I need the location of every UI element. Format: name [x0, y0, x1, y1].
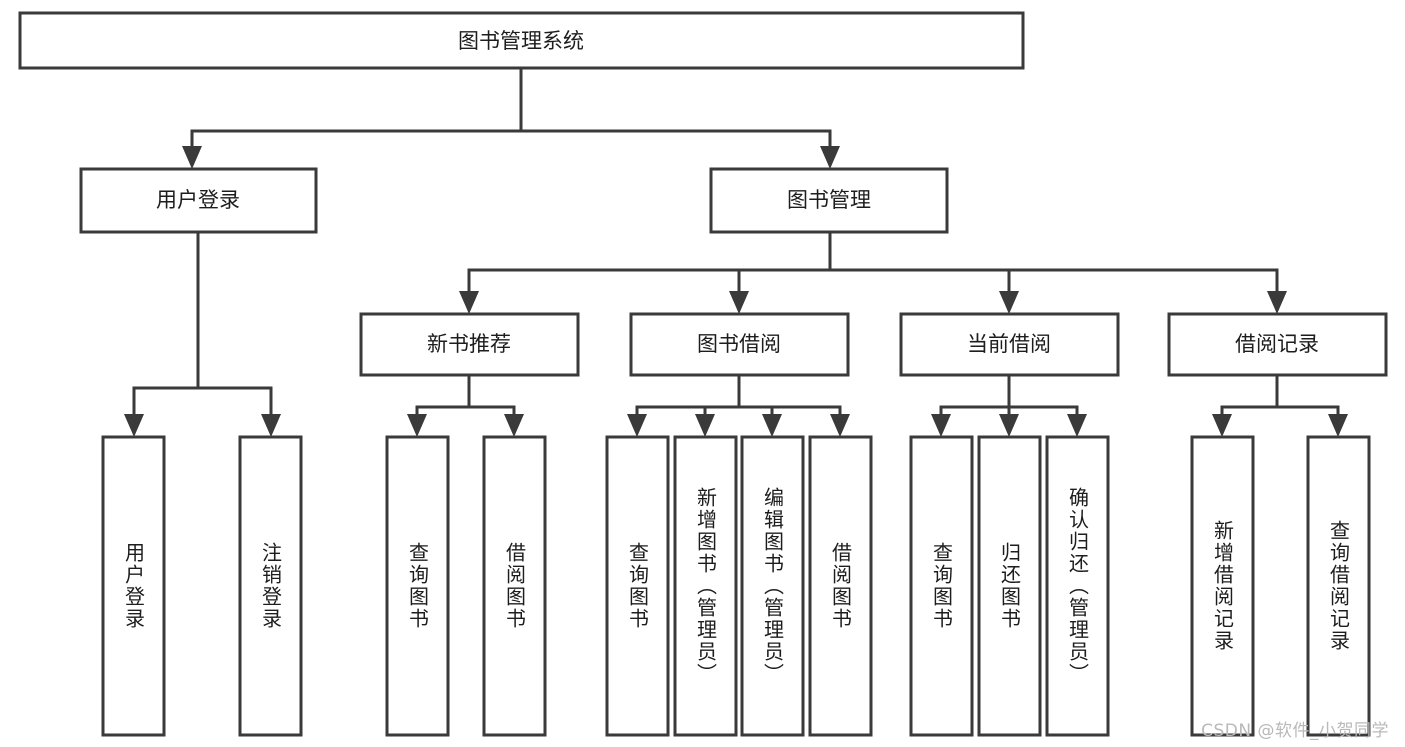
arrowhead-leaf-add-record [1212, 414, 1232, 437]
arrowhead-leaf-query-book-3 [931, 414, 951, 437]
node-new-book-recommend-label: 新书推荐 [427, 332, 511, 356]
node-layer: 图书管理系统 用户登录 图书管理 新书推荐 图书借阅 当前借阅 借阅记录 [18, 11, 1388, 737]
node-leaf-return-book[interactable] [977, 435, 1042, 737]
node-user-login-label: 用户登录 [156, 188, 240, 212]
node-root[interactable] [18, 11, 1025, 70]
arrowhead-leaf-add-book [695, 414, 715, 437]
arrowhead-leaf-query-book-2 [627, 414, 647, 437]
node-book-manage-label: 图书管理 [787, 188, 871, 212]
arrowhead-leaf-query-book-1 [407, 414, 427, 437]
arrowhead-new-book-recommend [459, 291, 479, 314]
node-root-label: 图书管理系统 [458, 29, 584, 53]
arrowhead-borrow-record [1267, 291, 1287, 314]
node-borrow-record-label: 借阅记录 [1235, 332, 1319, 356]
arrowhead-book-manage [820, 146, 840, 169]
node-leaf-query-record[interactable] [1306, 435, 1371, 737]
arrowhead-leaf-query-record [1328, 414, 1348, 437]
arrowhead-current-borrow [999, 291, 1019, 314]
arrowhead-user-login [182, 146, 202, 169]
node-leaf-confirm-return[interactable] [1045, 435, 1110, 737]
node-borrow-record[interactable] [1167, 312, 1388, 377]
arrowhead-leaf-confirm-return [1067, 414, 1087, 437]
arrowhead-leaf-logout-login [261, 414, 281, 437]
node-leaf-add-record[interactable] [1190, 435, 1255, 737]
node-leaf-query-book-3[interactable] [909, 435, 974, 737]
node-book-manage[interactable] [709, 167, 949, 234]
arrowhead-leaf-borrow-book-1 [504, 414, 524, 437]
node-leaf-query-book-1[interactable] [385, 435, 450, 737]
node-book-borrow[interactable] [629, 312, 850, 377]
arrowhead-leaf-edit-book [762, 414, 782, 437]
node-leaf-add-book[interactable] [673, 435, 738, 737]
connector-layer [124, 66, 1348, 437]
arrowhead-book-borrow [729, 291, 749, 314]
node-leaf-logout-login[interactable] [238, 435, 303, 737]
node-leaf-query-book-2[interactable] [605, 435, 670, 737]
arrowhead-leaf-user-login [124, 414, 144, 437]
node-book-borrow-label: 图书借阅 [697, 332, 781, 356]
node-user-login[interactable] [79, 167, 318, 234]
node-leaf-user-login[interactable] [101, 435, 166, 737]
node-leaf-edit-book[interactable] [740, 435, 805, 737]
arrowhead-leaf-return-book [999, 414, 1019, 437]
node-current-borrow[interactable] [899, 312, 1120, 377]
csdn-watermark: CSDN @软件_小贺同学 [1201, 721, 1389, 741]
node-leaf-borrow-book-1[interactable] [482, 435, 547, 737]
node-new-book-recommend[interactable] [359, 312, 580, 377]
node-current-borrow-label: 当前借阅 [967, 332, 1051, 356]
arrowhead-leaf-borrow-book-2 [830, 414, 850, 437]
node-leaf-borrow-book-2[interactable] [808, 435, 873, 737]
